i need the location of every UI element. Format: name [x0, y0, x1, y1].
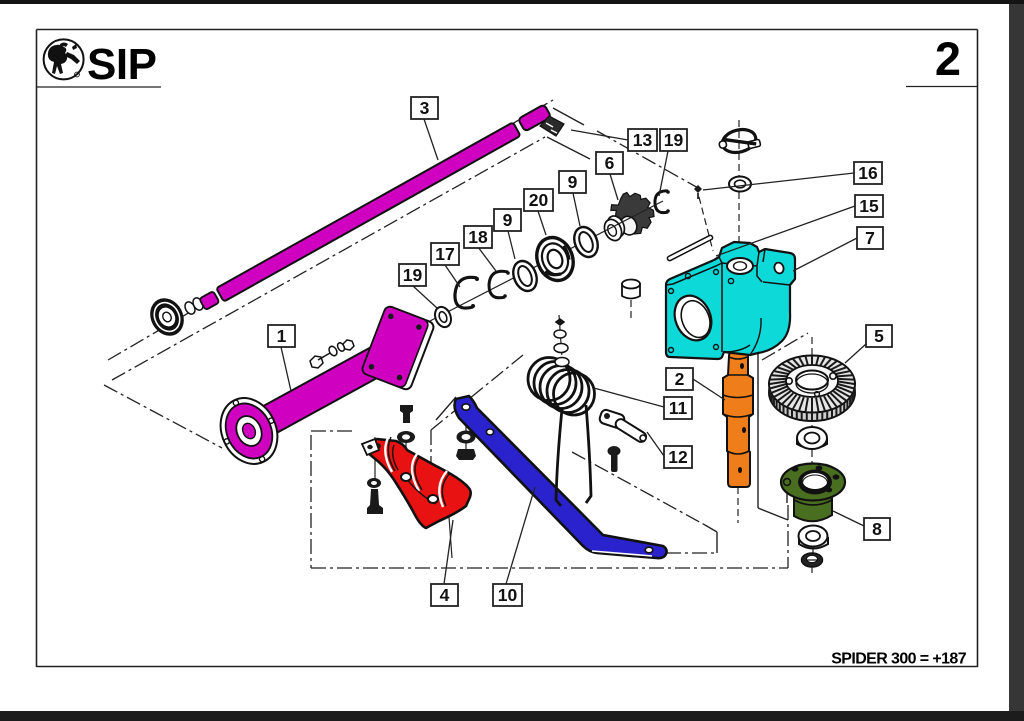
svg-text:18: 18: [468, 227, 488, 247]
svg-text:2: 2: [675, 369, 685, 389]
svg-text:9: 9: [503, 210, 513, 230]
svg-text:SIP: SIP: [87, 40, 156, 89]
svg-text:5: 5: [874, 326, 884, 346]
svg-text:19: 19: [403, 265, 423, 285]
svg-text:16: 16: [858, 163, 878, 183]
svg-text:15: 15: [859, 196, 879, 216]
svg-text:2: 2: [935, 32, 961, 85]
svg-text:7: 7: [865, 228, 875, 248]
svg-text:1: 1: [277, 326, 287, 346]
svg-text:9: 9: [568, 172, 578, 192]
svg-text:SPIDER 300 = +187: SPIDER 300 = +187: [831, 651, 966, 668]
svg-text:3: 3: [420, 98, 430, 118]
svg-text:12: 12: [668, 447, 688, 467]
svg-text:13: 13: [633, 130, 653, 150]
svg-text:10: 10: [498, 585, 518, 605]
svg-text:20: 20: [529, 190, 549, 210]
svg-text:8: 8: [872, 519, 882, 539]
svg-text:17: 17: [435, 244, 454, 264]
svg-text:19: 19: [664, 130, 684, 150]
svg-text:4: 4: [440, 585, 450, 605]
svg-text:6: 6: [605, 153, 615, 173]
svg-text:11: 11: [669, 398, 688, 418]
